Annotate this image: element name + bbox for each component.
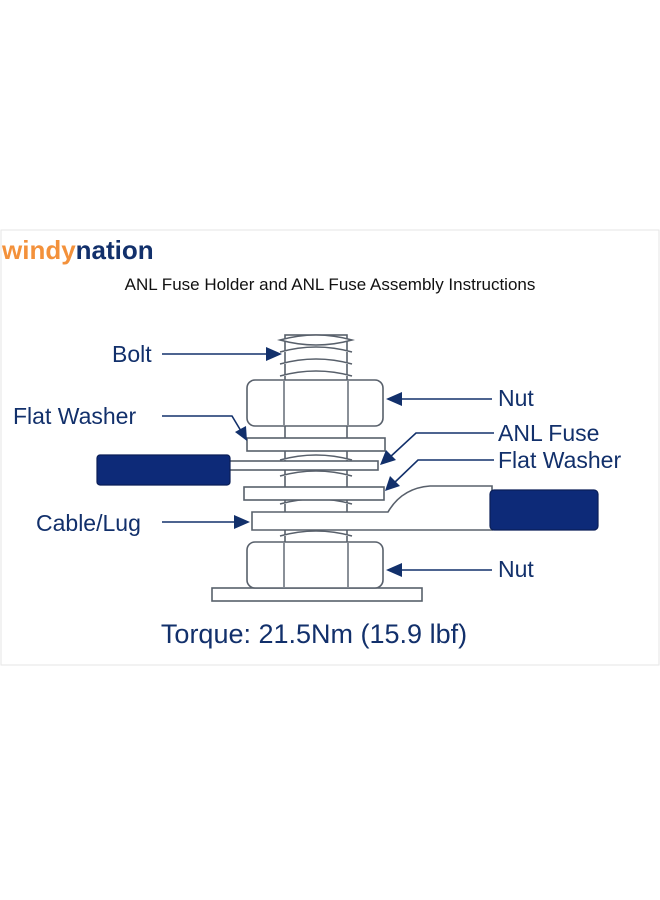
label-flat-washer-left: Flat Washer [13,403,136,429]
label-bolt: Bolt [112,341,152,367]
label-flat-washer-right: Flat Washer [498,447,621,473]
label-nut-bottom: Nut [498,556,534,582]
brand-logo: windynation [1,235,154,265]
label-nut-top: Nut [498,385,534,411]
arrow-bolt-head [266,347,282,361]
arrow-cable-lug-head [234,515,250,529]
torque-spec: Torque: 21.5Nm (15.9 lbf) [161,619,467,649]
base-plate [211,587,423,602]
flat-washer-lower [243,486,385,501]
nut-bottom [246,541,384,589]
page-title: ANL Fuse Holder and ANL Fuse Assembly In… [125,275,536,294]
arrow-flat-washer-left-head [235,426,247,441]
arrow-anl-fuse [388,432,494,459]
label-anl-fuse: ANL Fuse [498,420,599,446]
flat-washer-upper [246,437,386,452]
arrow-nut-top-head [386,392,402,406]
arrow-flat-washer-right [392,459,494,485]
cable-lug [251,485,599,531]
anl-fuse [96,454,379,486]
nut-top [246,379,384,427]
arrow-nut-bottom-head [386,563,402,577]
arrow-flat-washer-right-head [385,476,400,491]
label-cable-lug: Cable/Lug [36,510,141,536]
arrow-anl-fuse-head [380,450,396,465]
